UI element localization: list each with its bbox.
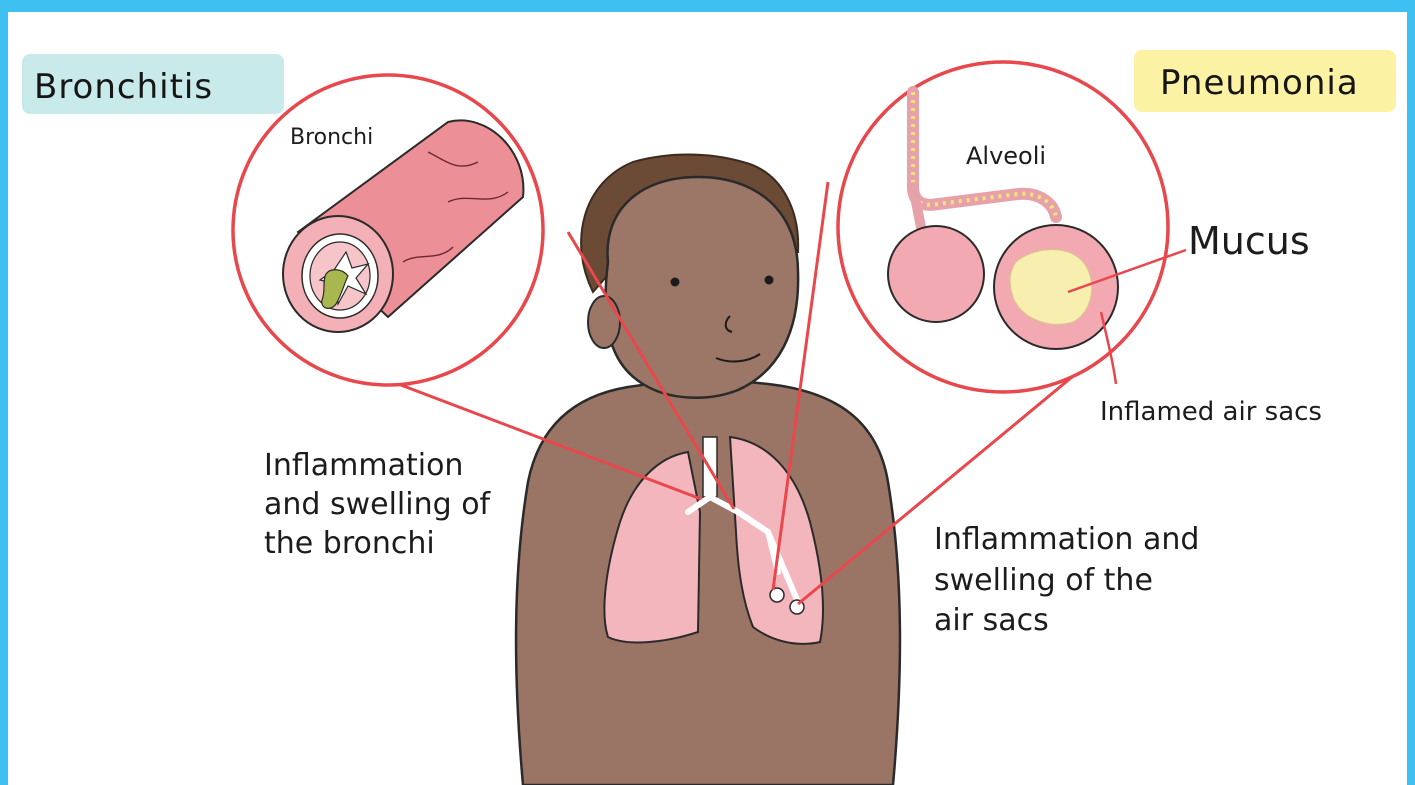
pneumonia-caption: Inflammation and swelling of the air sac… <box>934 522 1209 638</box>
bronchitis-caption-line-3: the bronchi <box>264 526 435 561</box>
illustration-frame: Bronchitis Pneumonia <box>8 12 1407 785</box>
diagram-canvas: Bronchitis Pneumonia <box>8 12 1407 785</box>
head <box>606 177 799 398</box>
bronchitis-caption: Inflammation and swelling of the bronchi <box>264 448 500 561</box>
right-eye <box>765 276 774 285</box>
inflamed-air-sacs-label: Inflamed air sacs <box>1100 397 1322 427</box>
pneumonia-title: Pneumonia <box>1160 63 1359 103</box>
bronchitis-caption-line-2: and swelling of <box>264 487 492 522</box>
ear <box>588 296 620 348</box>
pneumonia-caption-line-1: Inflammation and <box>934 522 1199 557</box>
mucus-label: Mucus <box>1188 219 1310 263</box>
air-sac-left <box>770 588 784 602</box>
alveoli-zoom-circle: Alveoli <box>838 62 1168 392</box>
alveoli-label: Alveoli <box>966 142 1046 170</box>
bronchitis-caption-line-1: Inflammation <box>264 448 463 483</box>
bronchi-zoom-circle: Bronchi <box>233 75 543 385</box>
bronchi-label: Bronchi <box>290 125 373 150</box>
pneumonia-caption-line-2: swelling of the <box>934 563 1153 598</box>
left-eye <box>671 278 680 287</box>
alveoli-cluster-left <box>888 226 984 322</box>
pneumonia-caption-line-3: air sacs <box>934 603 1049 638</box>
bronchitis-title: Bronchitis <box>34 67 213 107</box>
